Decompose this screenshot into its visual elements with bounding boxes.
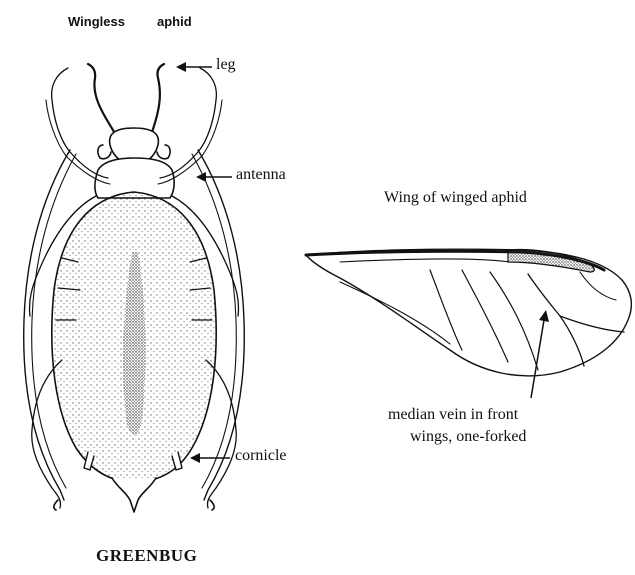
right-front-leg [160,68,216,178]
cornicle-label: cornicle [235,447,287,465]
right-eye [157,145,170,159]
median-vein-label-line1: median vein in front [388,406,518,424]
left-front-leg [52,68,108,178]
wing-title: Wing of winged aphid [384,189,527,207]
leg-label: leg [216,56,236,74]
antenna-label: antenna [236,166,286,184]
aphid-label: aphid [157,14,192,29]
wing-figure [306,249,631,376]
cauda [112,478,156,512]
right-antenna [150,64,164,138]
median-vein-label-line2: wings, one-forked [410,428,526,446]
aphid-head [110,128,159,160]
species-title: GREENBUG [96,546,197,566]
wingless-label: Wingless [68,14,125,29]
left-eye [98,145,111,159]
aphid-figure [24,64,245,512]
left-antenna [88,64,118,138]
